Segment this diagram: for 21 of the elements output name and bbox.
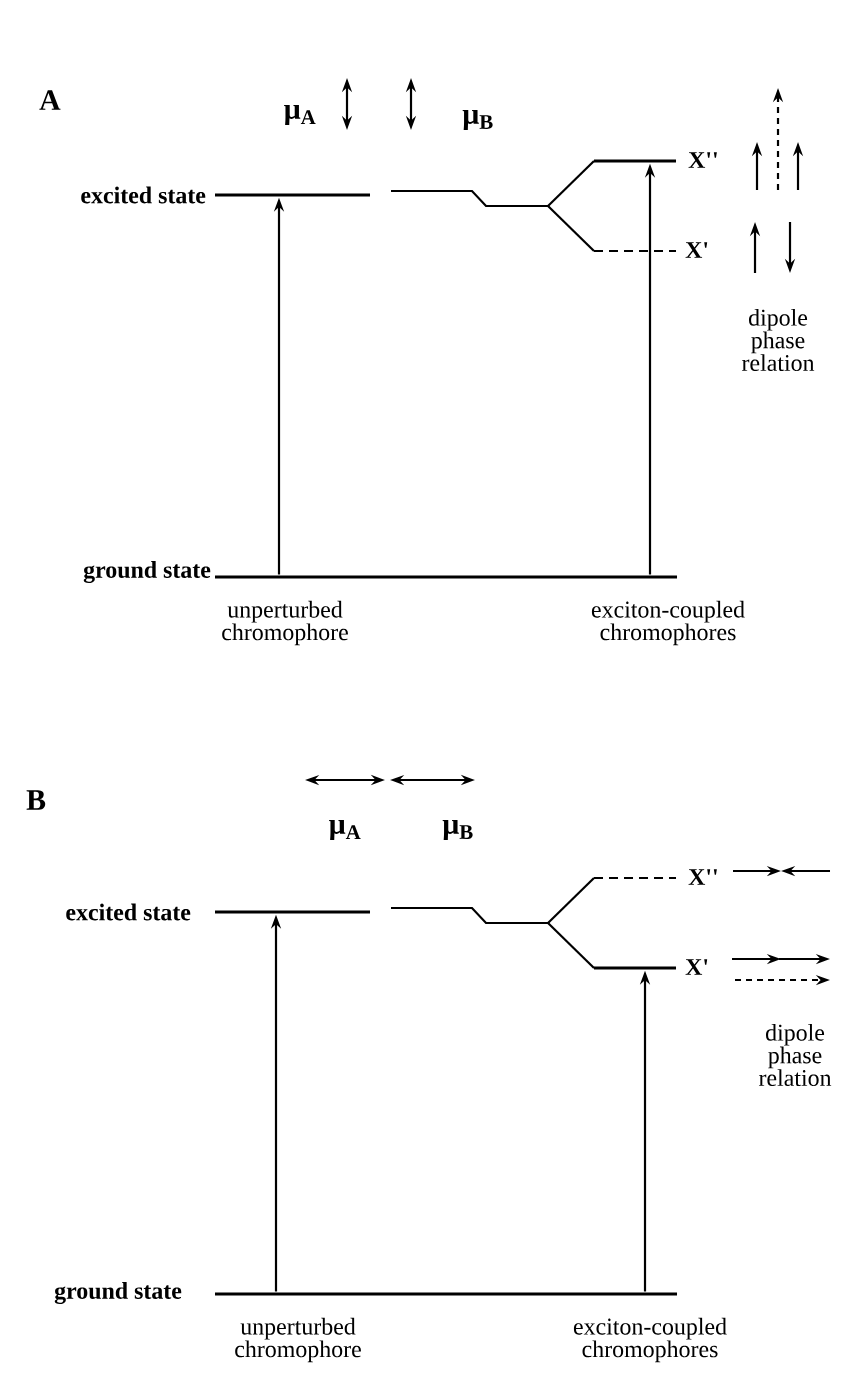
energy-level-line	[594, 159, 676, 163]
caption-text: dipole phase relation	[742, 308, 815, 372]
level-label: X''	[688, 152, 717, 168]
panel-letter: B	[26, 790, 46, 810]
caption-text: unperturbed chromophore	[222, 600, 348, 646]
energy-level-line	[594, 966, 676, 970]
panel-letter: A	[39, 90, 61, 110]
level-label: X'	[685, 242, 708, 258]
level-label: X''	[688, 869, 717, 885]
energy-level-line	[215, 575, 677, 579]
energy-level-line	[215, 193, 370, 197]
caption-text: exciton-coupled chromophores	[591, 600, 745, 646]
caption-text: unperturbed chromophore	[235, 1317, 361, 1363]
state-label: excited state	[81, 186, 206, 204]
energy-level-line	[215, 910, 370, 914]
state-label: excited state	[66, 903, 191, 921]
caption-text: exciton-coupled chromophores	[573, 1317, 727, 1363]
energy-level-line	[215, 1292, 677, 1296]
dipole-label: μ$_{B}$	[462, 109, 493, 131]
dipole-label: μ$_{B}$	[442, 819, 473, 841]
caption-text: dipole phase relation	[759, 1023, 832, 1087]
